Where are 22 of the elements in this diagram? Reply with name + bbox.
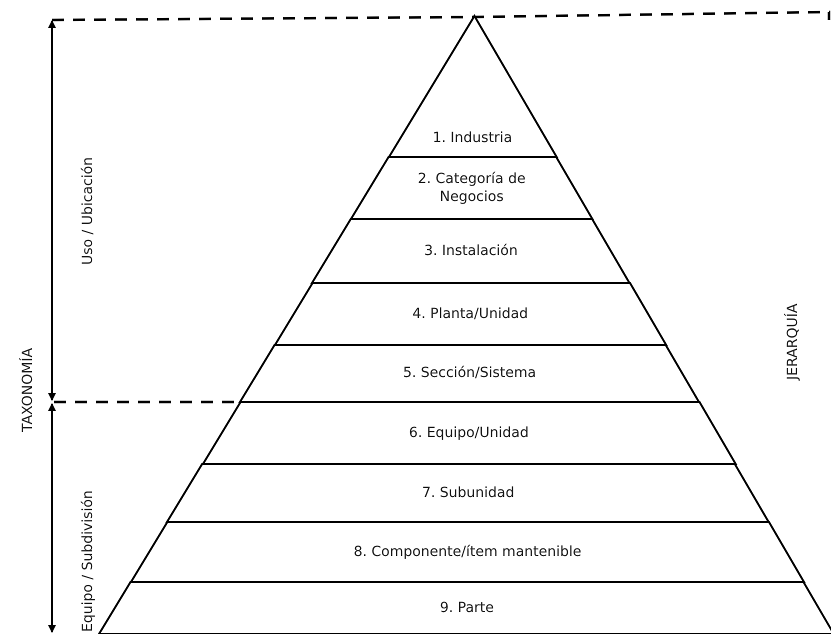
side-label: Uso / Ubicación [80, 156, 96, 265]
level-label: 1. Industria [432, 128, 512, 147]
pyramid-level [167, 464, 769, 522]
side-label: Equipo / Subdivisión [80, 490, 96, 632]
pyramid-level [99, 582, 831, 634]
level-label: 4. Planta/Unidad [412, 304, 528, 324]
pyramid-level [131, 522, 804, 582]
axis-title: JERARQUÍA [785, 304, 801, 380]
pyramid-level [202, 402, 736, 464]
pyramid-level [240, 345, 700, 402]
pyramid-level [274, 283, 666, 345]
axis-title: TAXONOMÍA [20, 348, 36, 432]
level-label: 6. Equipo/Unidad [408, 424, 529, 442]
pyramid-level [350, 157, 592, 219]
pyramid-level [312, 219, 630, 283]
level-label: 2. Categoría de Negocios [416, 170, 527, 206]
level-label: 7. Subunidad [422, 484, 514, 502]
level-label: 8. Componente/ítem mantenible [354, 542, 582, 562]
level-label: 3. Instalación [424, 242, 518, 260]
level-label: 9. Parte [440, 598, 494, 618]
pyramid-apex [388, 16, 556, 157]
level-label: 5. Sección/Sistema [402, 364, 536, 383]
